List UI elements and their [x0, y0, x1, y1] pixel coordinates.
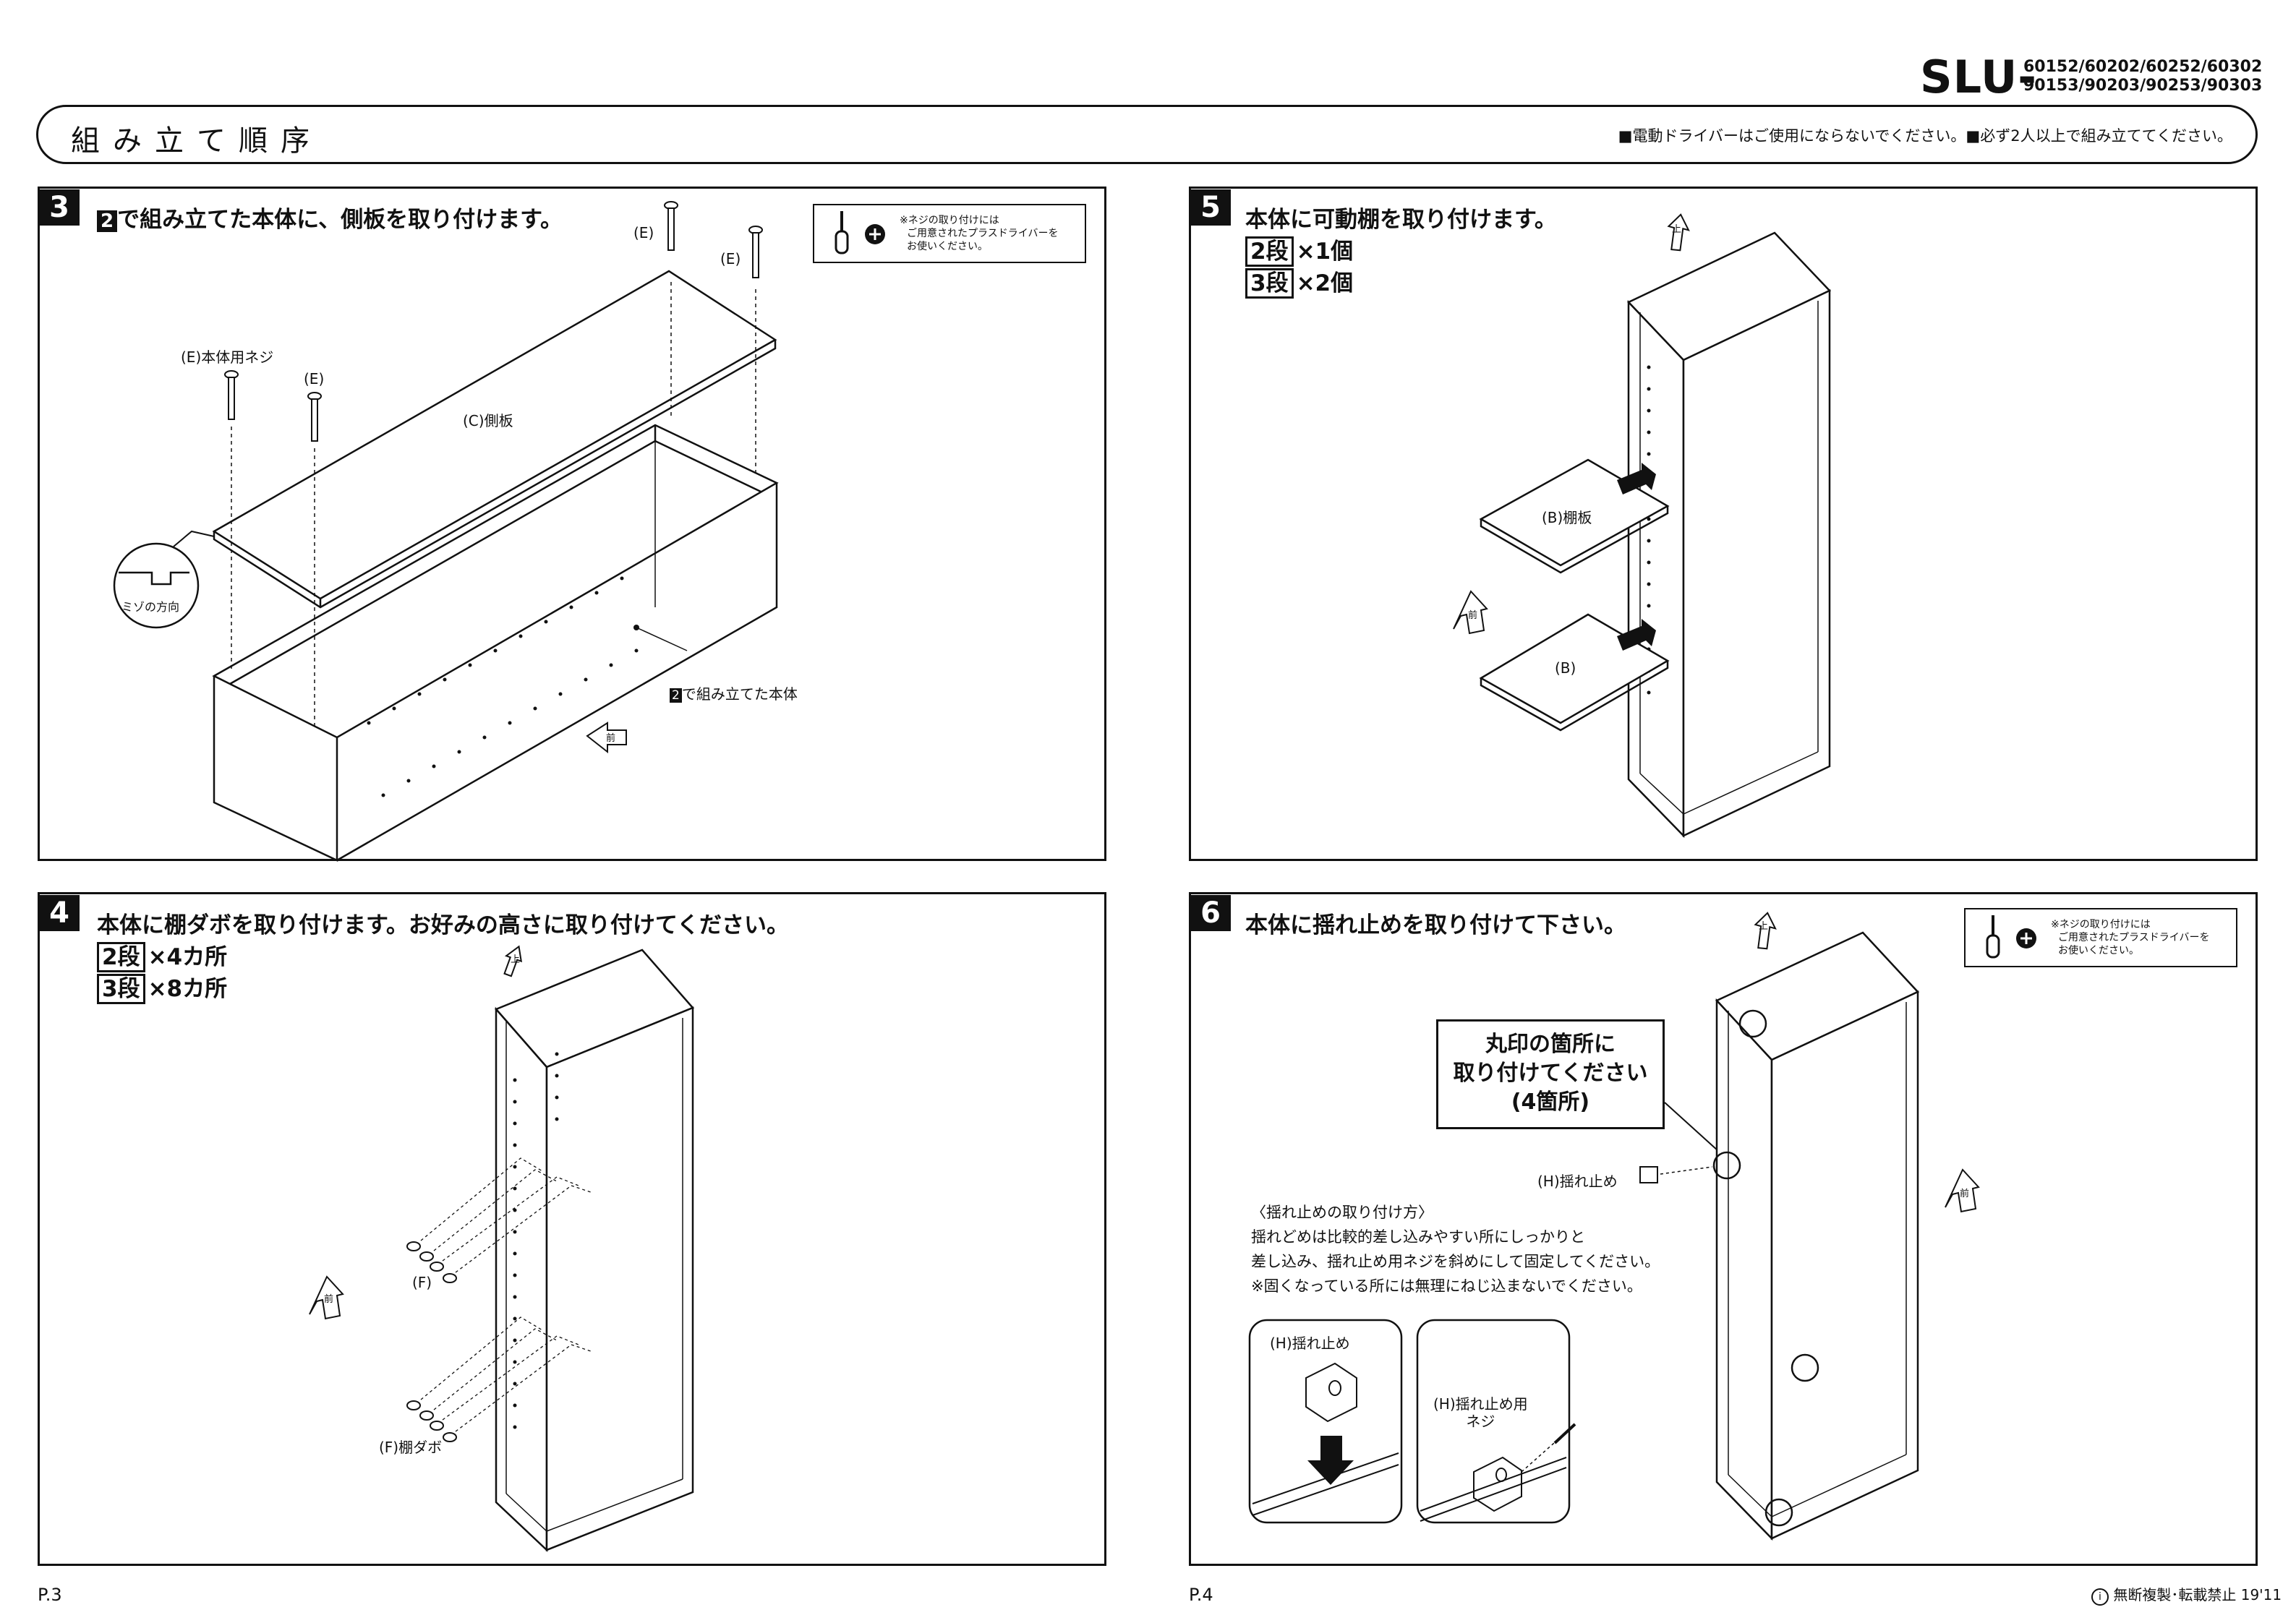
model-prefix: SLU- — [1920, 51, 2038, 103]
step5-qty-line2: 3段×2個 — [1245, 265, 1354, 299]
step3-number: 3 — [39, 189, 80, 226]
step6-howto-title: 〈揺れ止めの取り付け方〉 — [1251, 1204, 1433, 1221]
step5-qty1-box: 2段 — [1245, 236, 1294, 267]
step3-label-screw-main: (E)本体用ネジ — [181, 348, 274, 366]
step3-screw-note: ※ネジの取り付けには ご用意されたプラスドライバーを お使いください。 — [813, 204, 1086, 263]
step3-body-label-text: で組み立てた本体 — [681, 685, 798, 703]
step6-detail2-label: (H)揺れ止め用 ネジ — [1433, 1395, 1528, 1430]
step4-qty-line1: 2段×4カ所 — [97, 938, 228, 972]
step6-howto: 〈揺れ止めの取り付け方〉 揺れどめは比較的差し込みやすい所にしっかりと 差し込み… — [1251, 1200, 1660, 1298]
step3-label-side-panel: (C)側板 — [463, 412, 513, 429]
step4-top-mark: 上 — [511, 954, 521, 965]
step4-qty2-box: 3段 — [97, 974, 145, 1004]
step6-title: 本体に揺れ止めを取り付けて下さい。 — [1245, 912, 1626, 938]
screw-note-line2: ご用意されたプラスドライバーを — [907, 228, 1059, 239]
step5-top-mark: 上 — [1672, 224, 1682, 235]
step6-detail2-label-line1: (H)揺れ止め用 — [1433, 1395, 1528, 1413]
step4-qty1-text: ×4カ所 — [148, 944, 228, 970]
step6-callout-line1: 丸印の箇所に — [1485, 1032, 1616, 1057]
step4-qty-line2: 3段×8カ所 — [97, 970, 228, 1004]
step3-title-text: で組み立てた本体に、側板を取り付けます。 — [117, 207, 563, 233]
step5-label-shelf: (B)棚板 — [1542, 509, 1592, 526]
step3-body-ref-number: 2 — [670, 688, 682, 703]
screw-note-line1: ※ネジの取り付けには — [2051, 919, 2151, 930]
step5-qty2-box: 3段 — [1245, 268, 1294, 299]
step5-number: 5 — [1190, 189, 1231, 226]
header-bar — [36, 105, 2258, 164]
step6-callout: 丸印の箇所に 取り付けてください (4箇所) — [1436, 1019, 1665, 1129]
screw-note-line3: お使いください。 — [907, 241, 988, 252]
step5-title: 本体に可動棚を取り付けます。 — [1245, 207, 1557, 233]
step5-qty1-text: ×1個 — [1296, 239, 1354, 265]
model-codes: 60152/60202/60252/60302 90153/90203/9025… — [2023, 58, 2262, 95]
step4-number: 4 — [39, 895, 80, 931]
screwdriver-icon — [835, 211, 885, 254]
step6-callout-line2: 取り付けてください — [1453, 1061, 1648, 1086]
step3-front-mark: 前 — [606, 733, 616, 744]
screw-note-line1: ※ネジの取り付けには — [900, 215, 999, 226]
page-title: 組み立て順序 — [71, 124, 323, 158]
step5-qty2-text: ×2個 — [1296, 270, 1354, 296]
step6-front-mark: 前 — [1960, 1189, 1970, 1199]
screw-note-line2: ご用意されたプラスドライバーを — [2058, 932, 2210, 943]
step3-label-groove: ミゾの方向 — [121, 600, 180, 614]
step6-screw-note: ※ネジの取り付けには ご用意されたプラスドライバーを お使いください。 — [1964, 908, 2237, 967]
step6-detail2-label-line2: ネジ — [1466, 1413, 1495, 1430]
step6-detail1-label: (H)揺れ止め — [1270, 1335, 1350, 1352]
copyright: i 無断複製･転載禁止 19'11 — [2091, 1583, 2282, 1606]
page-number-right: P.4 — [1189, 1585, 1213, 1605]
step4-qty2-text: ×8カ所 — [148, 976, 228, 1002]
step5-front-mark: 前 — [1468, 610, 1478, 621]
header-notes: ■電動ドライバーはご使用にならないでください。■必ず2人以上で組み立ててください… — [1618, 127, 2232, 145]
step6-howto-line2: 差し込み、揺れ止め用ネジを斜めにして固定してください。 — [1251, 1253, 1660, 1270]
step3-label-e2: (E) — [633, 224, 654, 241]
step6-howto-line1: 揺れどめは比較的差し込みやすい所にしっかりと — [1251, 1228, 1585, 1246]
step6-top-mark: 上 — [1759, 921, 1769, 932]
step4-label-f: (F) — [412, 1274, 432, 1291]
step4-qty1-box: 2段 — [97, 942, 145, 972]
model-codes-line2: 90153/90203/90253/90303 — [2023, 77, 2263, 95]
step6-label-stopper: (H)揺れ止め — [1537, 1173, 1618, 1190]
step6-callout-line3: (4箇所) — [1511, 1089, 1590, 1115]
copyright-text: 無断複製･転載禁止 19'11 — [2113, 1586, 2282, 1603]
step4-label-dowel: (F)棚ダボ — [379, 1439, 443, 1456]
step5-label-shelf2: (B) — [1555, 659, 1576, 677]
step5-qty-line1: 2段×1個 — [1245, 233, 1354, 267]
step3-panel — [38, 187, 1106, 861]
step6-number: 6 — [1190, 895, 1231, 931]
step3-label-e3: (E) — [720, 250, 741, 267]
step6-howto-line3: ※固くなっている所には無理にねじ込まないでください。 — [1251, 1277, 1642, 1295]
step3-label-e1: (E) — [304, 370, 325, 387]
step3-ref-number: 2 — [97, 210, 118, 232]
model-codes-line1: 60152/60202/60252/60302 — [2023, 58, 2263, 76]
screwdriver-icon — [1986, 915, 2036, 959]
page-number-left: P.3 — [38, 1585, 62, 1605]
info-icon: i — [2091, 1588, 2109, 1606]
screw-note-line3: お使いください。 — [2058, 945, 2139, 956]
step4-front-mark: 前 — [324, 1294, 334, 1305]
step4-title: 本体に棚ダボを取り付けます。お好みの高さに取り付けてください。 — [97, 912, 789, 938]
